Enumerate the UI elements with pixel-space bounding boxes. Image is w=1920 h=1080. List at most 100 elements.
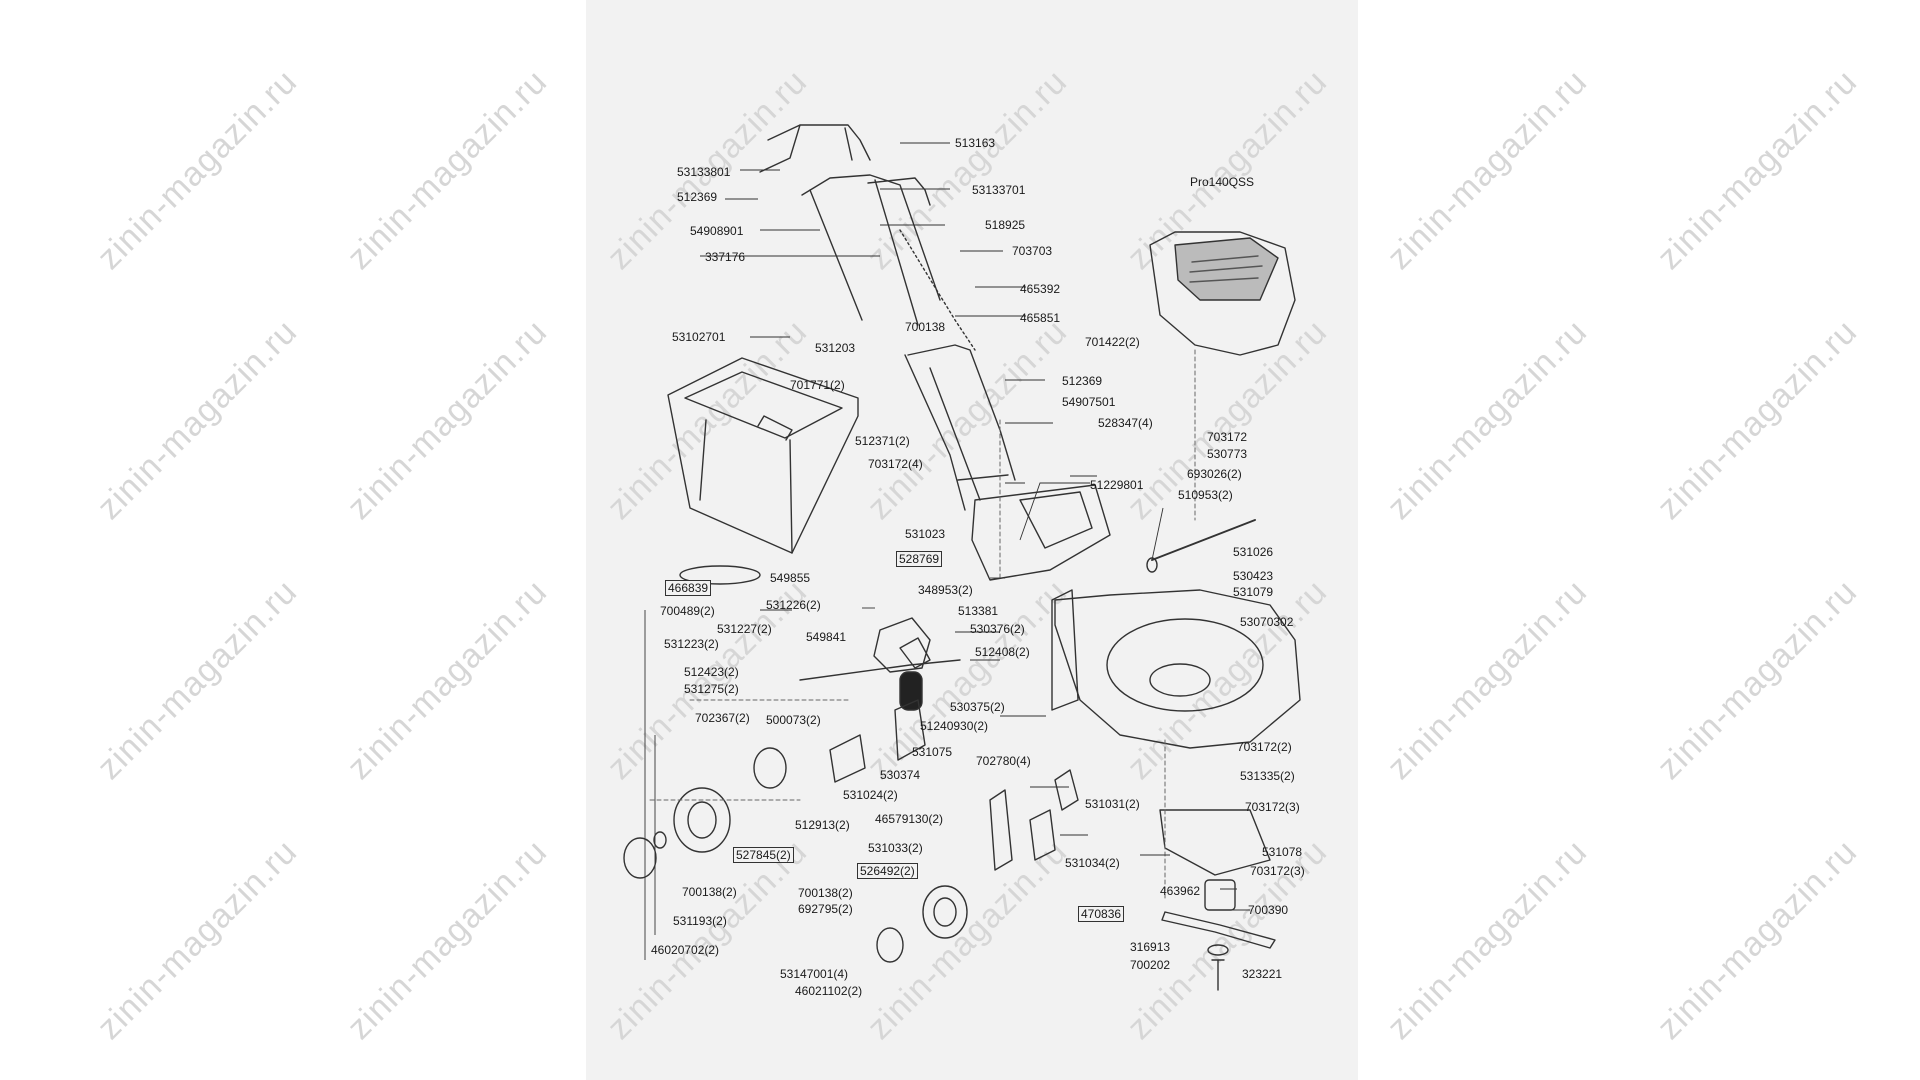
part-label: 54907501	[1062, 395, 1116, 409]
part-label: 531226(2)	[766, 598, 821, 612]
part-label: 528347(4)	[1098, 416, 1153, 430]
gear-lever	[894, 699, 926, 761]
part-label: 513381	[958, 604, 999, 618]
part-label: 531203	[815, 341, 856, 355]
upper-handle	[759, 124, 871, 173]
deck-center-ring	[1149, 663, 1211, 697]
part-label: 703172(3)	[1250, 864, 1305, 878]
deck-opening	[1106, 618, 1264, 712]
part-label: 701771(2)	[790, 378, 845, 392]
height-adjuster-front	[1054, 769, 1079, 811]
rear-wheel	[673, 787, 731, 853]
part-label: 703172(3)	[1245, 800, 1300, 814]
part-label: 323221	[1242, 967, 1283, 981]
cutting-blade	[1161, 911, 1276, 949]
handle-top-rail	[867, 177, 931, 206]
part-label: 549841	[806, 630, 847, 644]
part-label: 337176	[705, 250, 746, 264]
part-label: 549855	[770, 571, 811, 585]
part-label: 46021102(2)	[795, 984, 863, 998]
engine-model-label: Pro140QSS	[1190, 175, 1255, 189]
rear-guard-inner	[1019, 491, 1093, 549]
part-label: 700138	[905, 320, 946, 334]
grass-catcher	[667, 357, 859, 554]
mower-deck	[1054, 589, 1301, 749]
rear-hubcap	[623, 837, 657, 879]
gearbox	[873, 617, 931, 673]
part-label: 512369	[1062, 374, 1103, 388]
part-label: 531075	[912, 745, 953, 759]
assembly-line	[649, 699, 851, 801]
part-label-boxed: 526492(2)	[857, 863, 918, 879]
part-label: 530376(2)	[970, 622, 1025, 636]
part-label-boxed: 527845(2)	[733, 847, 794, 863]
part-label: 700489(2)	[660, 604, 715, 618]
blade-adapter	[1204, 879, 1236, 911]
part-label: 531227(2)	[717, 622, 772, 636]
grass-catcher-top	[684, 371, 843, 439]
part-label: 463962	[1160, 884, 1201, 898]
part-label: 700390	[1248, 903, 1289, 917]
front-wheel-inner	[933, 897, 957, 927]
part-label: 531335(2)	[1240, 769, 1295, 783]
assembly-line	[1164, 349, 1196, 901]
part-label: 701422(2)	[1085, 335, 1140, 349]
part-label: 531223(2)	[664, 637, 719, 651]
deck-front-plate	[1051, 589, 1079, 711]
part-label: 531026	[1233, 545, 1274, 559]
part-label: 531023	[905, 527, 946, 541]
leader	[1151, 507, 1164, 561]
handle-bar-left	[801, 174, 941, 301]
front-wheel	[922, 885, 968, 939]
part-label: 53102701	[672, 330, 726, 344]
part-label: 53133801	[677, 165, 731, 179]
part-label: 703172	[1207, 430, 1248, 444]
rear-wheel-inner	[687, 801, 717, 839]
part-label: 512371(2)	[855, 434, 910, 448]
height-adjuster-left	[989, 789, 1013, 871]
part-label: 703172(2)	[1237, 740, 1292, 754]
part-label: 530423	[1233, 569, 1274, 583]
part-label: 53133701	[972, 183, 1026, 197]
part-label: 531033(2)	[868, 841, 923, 855]
part-label: 512423(2)	[684, 665, 739, 679]
part-label: 703703	[1012, 244, 1053, 258]
handle-bar-right	[809, 179, 919, 326]
part-label: 51229801	[1090, 478, 1144, 492]
part-label: 54908901	[690, 224, 744, 238]
part-label-boxed: 466839	[665, 580, 712, 596]
rear-wheel-hubcap	[753, 747, 787, 789]
part-label: 531078	[1262, 845, 1303, 859]
part-label: 51240930(2)	[920, 719, 989, 733]
part-label: 512369	[677, 190, 718, 204]
grass-catcher-side	[699, 419, 793, 554]
part-label: 500073(2)	[766, 713, 821, 727]
part-label: 703172(4)	[868, 457, 923, 471]
part-label: 530773	[1207, 447, 1248, 461]
part-label: 46579130(2)	[875, 812, 944, 826]
part-label: 702367(2)	[695, 711, 750, 725]
part-label: 46020702(2)	[651, 943, 720, 957]
grass-catcher-handle	[757, 415, 793, 441]
part-label-boxed: 470836	[1078, 906, 1125, 922]
part-label: 702780(4)	[976, 754, 1031, 768]
drive-axle	[799, 659, 961, 681]
leader	[1019, 482, 1090, 541]
lower-handle	[904, 344, 1016, 511]
part-label: 512408(2)	[975, 645, 1030, 659]
front-hubcap	[876, 927, 904, 963]
part-label: 510953(2)	[1178, 488, 1233, 502]
height-adjuster-bracket	[1029, 809, 1056, 861]
control-cable	[899, 229, 976, 351]
part-label: 531193(2)	[673, 914, 727, 928]
part-label: 348953(2)	[918, 583, 973, 597]
gear-pulley	[899, 637, 931, 669]
part-label: 700202	[1130, 958, 1171, 972]
part-label: 531024(2)	[843, 788, 898, 802]
engine-body	[1149, 231, 1296, 356]
part-label: 700138(2)	[682, 885, 737, 899]
part-label: 531079	[1233, 585, 1274, 599]
part-label: 531275(2)	[684, 682, 739, 696]
part-label: 53147001(4)	[780, 967, 849, 981]
